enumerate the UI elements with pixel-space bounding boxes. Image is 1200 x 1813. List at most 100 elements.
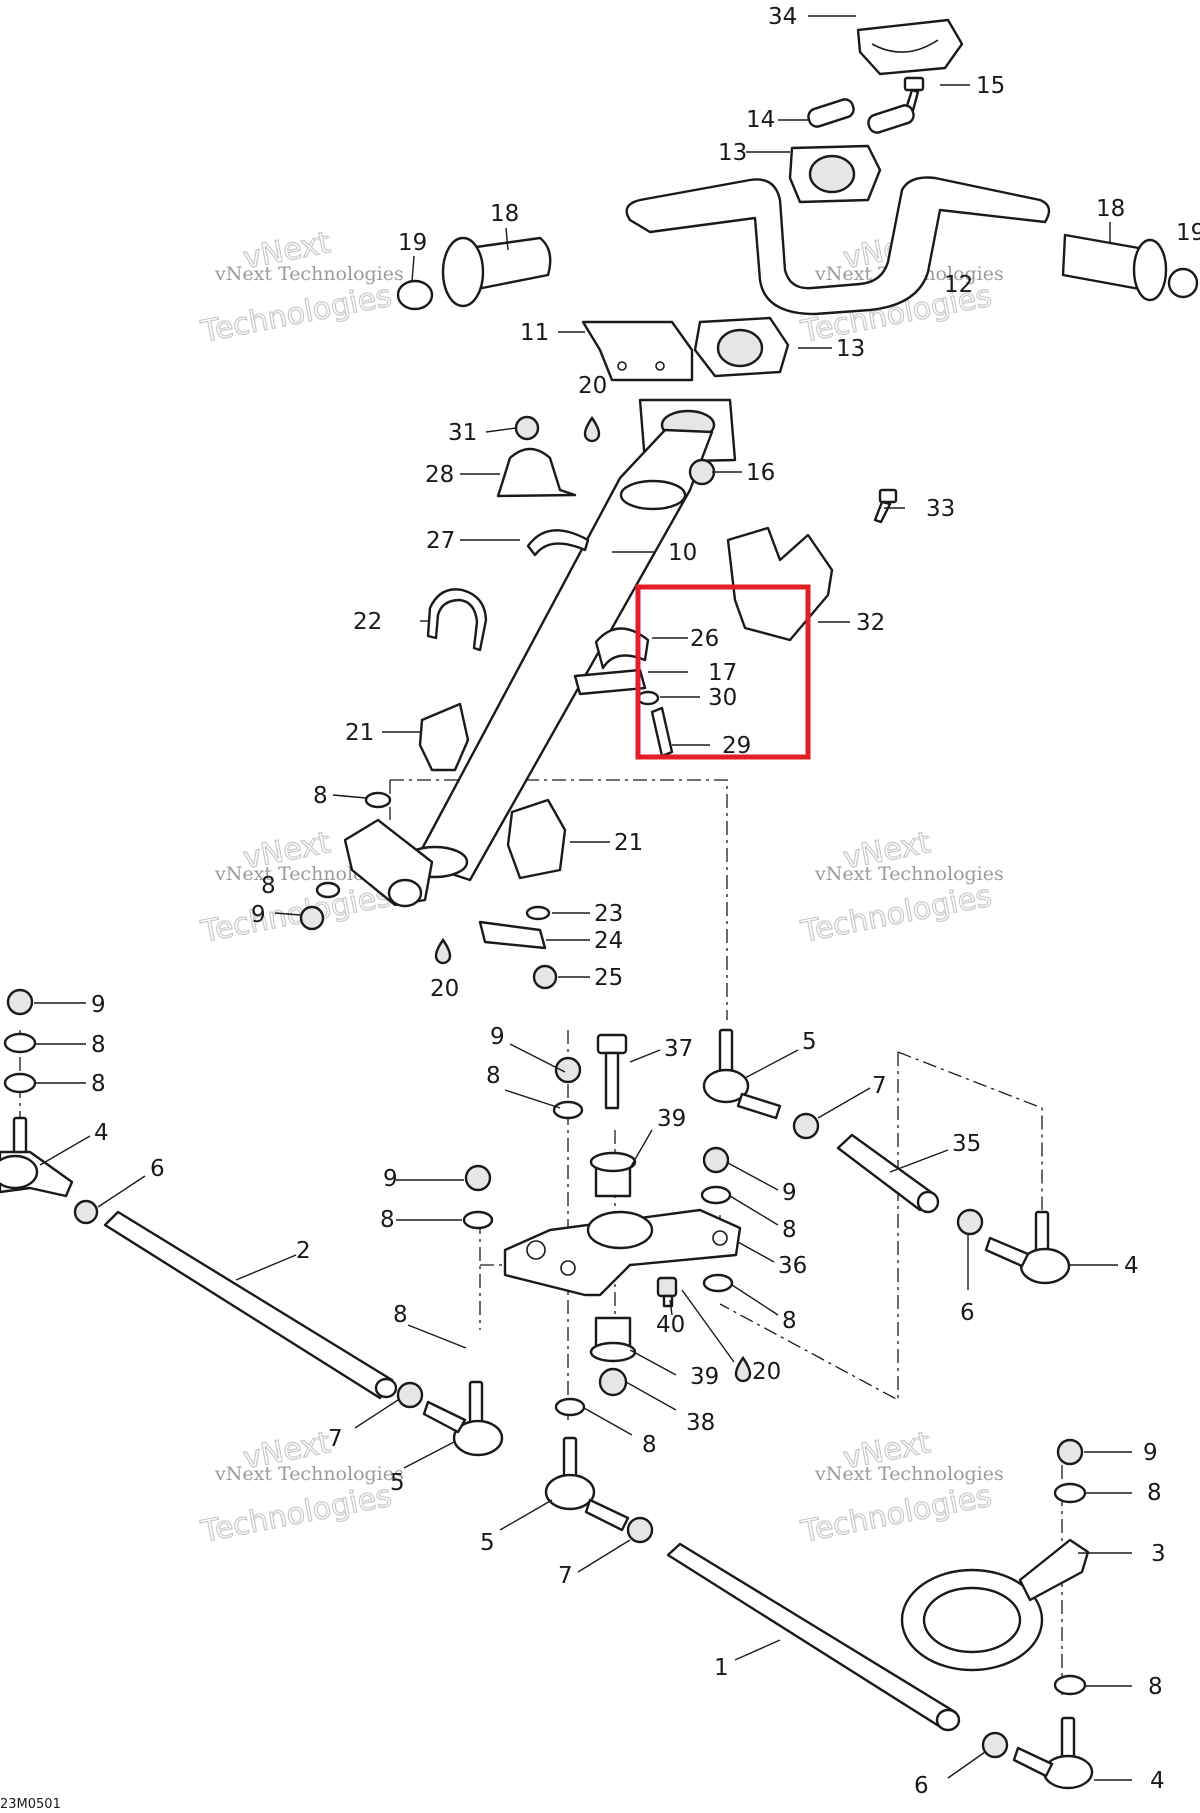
part-6-nut	[956, 1208, 984, 1236]
callout-31: 31	[448, 420, 477, 446]
part-12-handlebar	[625, 176, 1051, 316]
part-22-u-bolt	[426, 588, 488, 652]
part-19-left-cap	[396, 279, 434, 311]
part-8-washer	[3, 1032, 37, 1054]
callout-18: 18	[490, 201, 519, 227]
callout-39: 39	[690, 1364, 719, 1390]
callout-27: 27	[426, 528, 455, 554]
callout-26: 26	[690, 626, 719, 652]
callout-16: 16	[746, 460, 775, 486]
callout-9: 9	[490, 1024, 505, 1050]
watermark-text: vNext Technologies	[214, 1463, 404, 1485]
callout-8: 8	[642, 1432, 657, 1458]
callout-25: 25	[594, 965, 623, 991]
part-9-nut	[554, 1056, 582, 1084]
part-24-plate	[478, 920, 547, 950]
part-39-lower-bushing	[589, 1316, 637, 1363]
watermark-technologies: Technologies	[798, 1479, 995, 1550]
callout-23: 23	[594, 901, 623, 927]
callout-32: 32	[856, 610, 885, 636]
callout-3: 3	[1151, 1541, 1166, 1567]
part-13-lower-clamp	[693, 316, 790, 378]
callout-17: 17	[708, 660, 737, 686]
callout-4: 4	[1124, 1253, 1139, 1279]
callout-24: 24	[594, 928, 623, 954]
callout-36: 36	[778, 1253, 807, 1279]
callout-13: 13	[718, 140, 747, 166]
part-31-nut	[514, 415, 540, 441]
callout-8: 8	[1147, 1480, 1162, 1506]
callout-37: 37	[664, 1036, 693, 1062]
part-8-washer	[364, 791, 392, 809]
callout-9: 9	[1143, 1440, 1158, 1466]
part-34-bracket	[856, 18, 964, 76]
callout-8: 8	[486, 1063, 501, 1089]
part-8-washer	[315, 881, 341, 899]
part-4-tie-rod-end	[0, 1116, 74, 1198]
part-21-lower-clamp	[506, 798, 567, 880]
watermark-text: vNext Technologies	[214, 263, 404, 285]
part-17-plate	[573, 668, 647, 696]
callout-30: 30	[708, 685, 737, 711]
part-21-upper-clamp	[418, 702, 470, 772]
callout-11: 11	[520, 320, 549, 346]
callout-40: 40	[656, 1312, 685, 1338]
part-39-upper-bushing	[589, 1151, 637, 1198]
part-6-nut	[981, 1731, 1009, 1759]
part-35-rod-end	[916, 1190, 940, 1214]
callout-22: 22	[353, 609, 382, 635]
callout-10: 10	[668, 540, 697, 566]
callout-19: 19	[398, 230, 427, 256]
callout-9: 9	[383, 1166, 398, 1192]
watermark-technologies: Technologies	[198, 1479, 395, 1550]
callout-13: 13	[836, 336, 865, 362]
callout-5: 5	[480, 1530, 495, 1556]
callout-38: 38	[686, 1410, 715, 1436]
part-2-rod-end	[374, 1377, 398, 1399]
watermark-technologies: Technologies	[798, 879, 995, 950]
part-9-nut	[702, 1146, 730, 1174]
callout-9: 9	[251, 902, 266, 928]
watermark-technologies: Technologies	[198, 279, 395, 350]
callout-8: 8	[1148, 1674, 1163, 1700]
callout-7: 7	[328, 1426, 343, 1452]
callout-8: 8	[393, 1302, 408, 1328]
part-8-washer	[462, 1210, 494, 1230]
callout-8: 8	[91, 1071, 106, 1097]
part-25-nut	[532, 964, 558, 990]
part-23-washer	[525, 905, 551, 921]
part-8-washer	[1053, 1482, 1087, 1504]
part-11-bracket	[581, 320, 694, 382]
part-32-bracket	[726, 526, 834, 642]
callout-5: 5	[390, 1470, 405, 1496]
callout-15: 15	[976, 73, 1005, 99]
callout-7: 7	[872, 1073, 887, 1099]
part-4-tie-rod-end	[1012, 1716, 1094, 1790]
part-6-nut	[73, 1199, 99, 1225]
part-7-nut	[396, 1381, 424, 1409]
callout-12: 12	[944, 272, 973, 298]
part-18-left-grip	[441, 236, 552, 308]
leader-lines	[34, 15, 1132, 1781]
callout-7: 7	[558, 1563, 573, 1589]
part-5-tie-rod-end	[422, 1380, 504, 1457]
callout-1: 1	[714, 1655, 729, 1681]
part-33-bolt	[873, 488, 898, 524]
part-4-tie-rod-end	[984, 1210, 1071, 1285]
part-8-washer	[700, 1185, 732, 1205]
part-7-nut	[626, 1516, 654, 1544]
part-26-bushing	[594, 627, 650, 670]
highlight-box	[635, 584, 811, 760]
callout-9: 9	[91, 992, 106, 1018]
callout-8: 8	[91, 1032, 106, 1058]
callout-18: 18	[1096, 196, 1125, 222]
part-8-washer	[552, 1100, 584, 1120]
callout-14: 14	[746, 107, 775, 133]
callout-6: 6	[960, 1300, 975, 1326]
callout-8: 8	[782, 1308, 797, 1334]
grease-drop-icon	[434, 937, 452, 965]
callout-6: 6	[914, 1773, 929, 1799]
callout-8: 8	[782, 1217, 797, 1243]
part-9-nut	[6, 988, 34, 1016]
